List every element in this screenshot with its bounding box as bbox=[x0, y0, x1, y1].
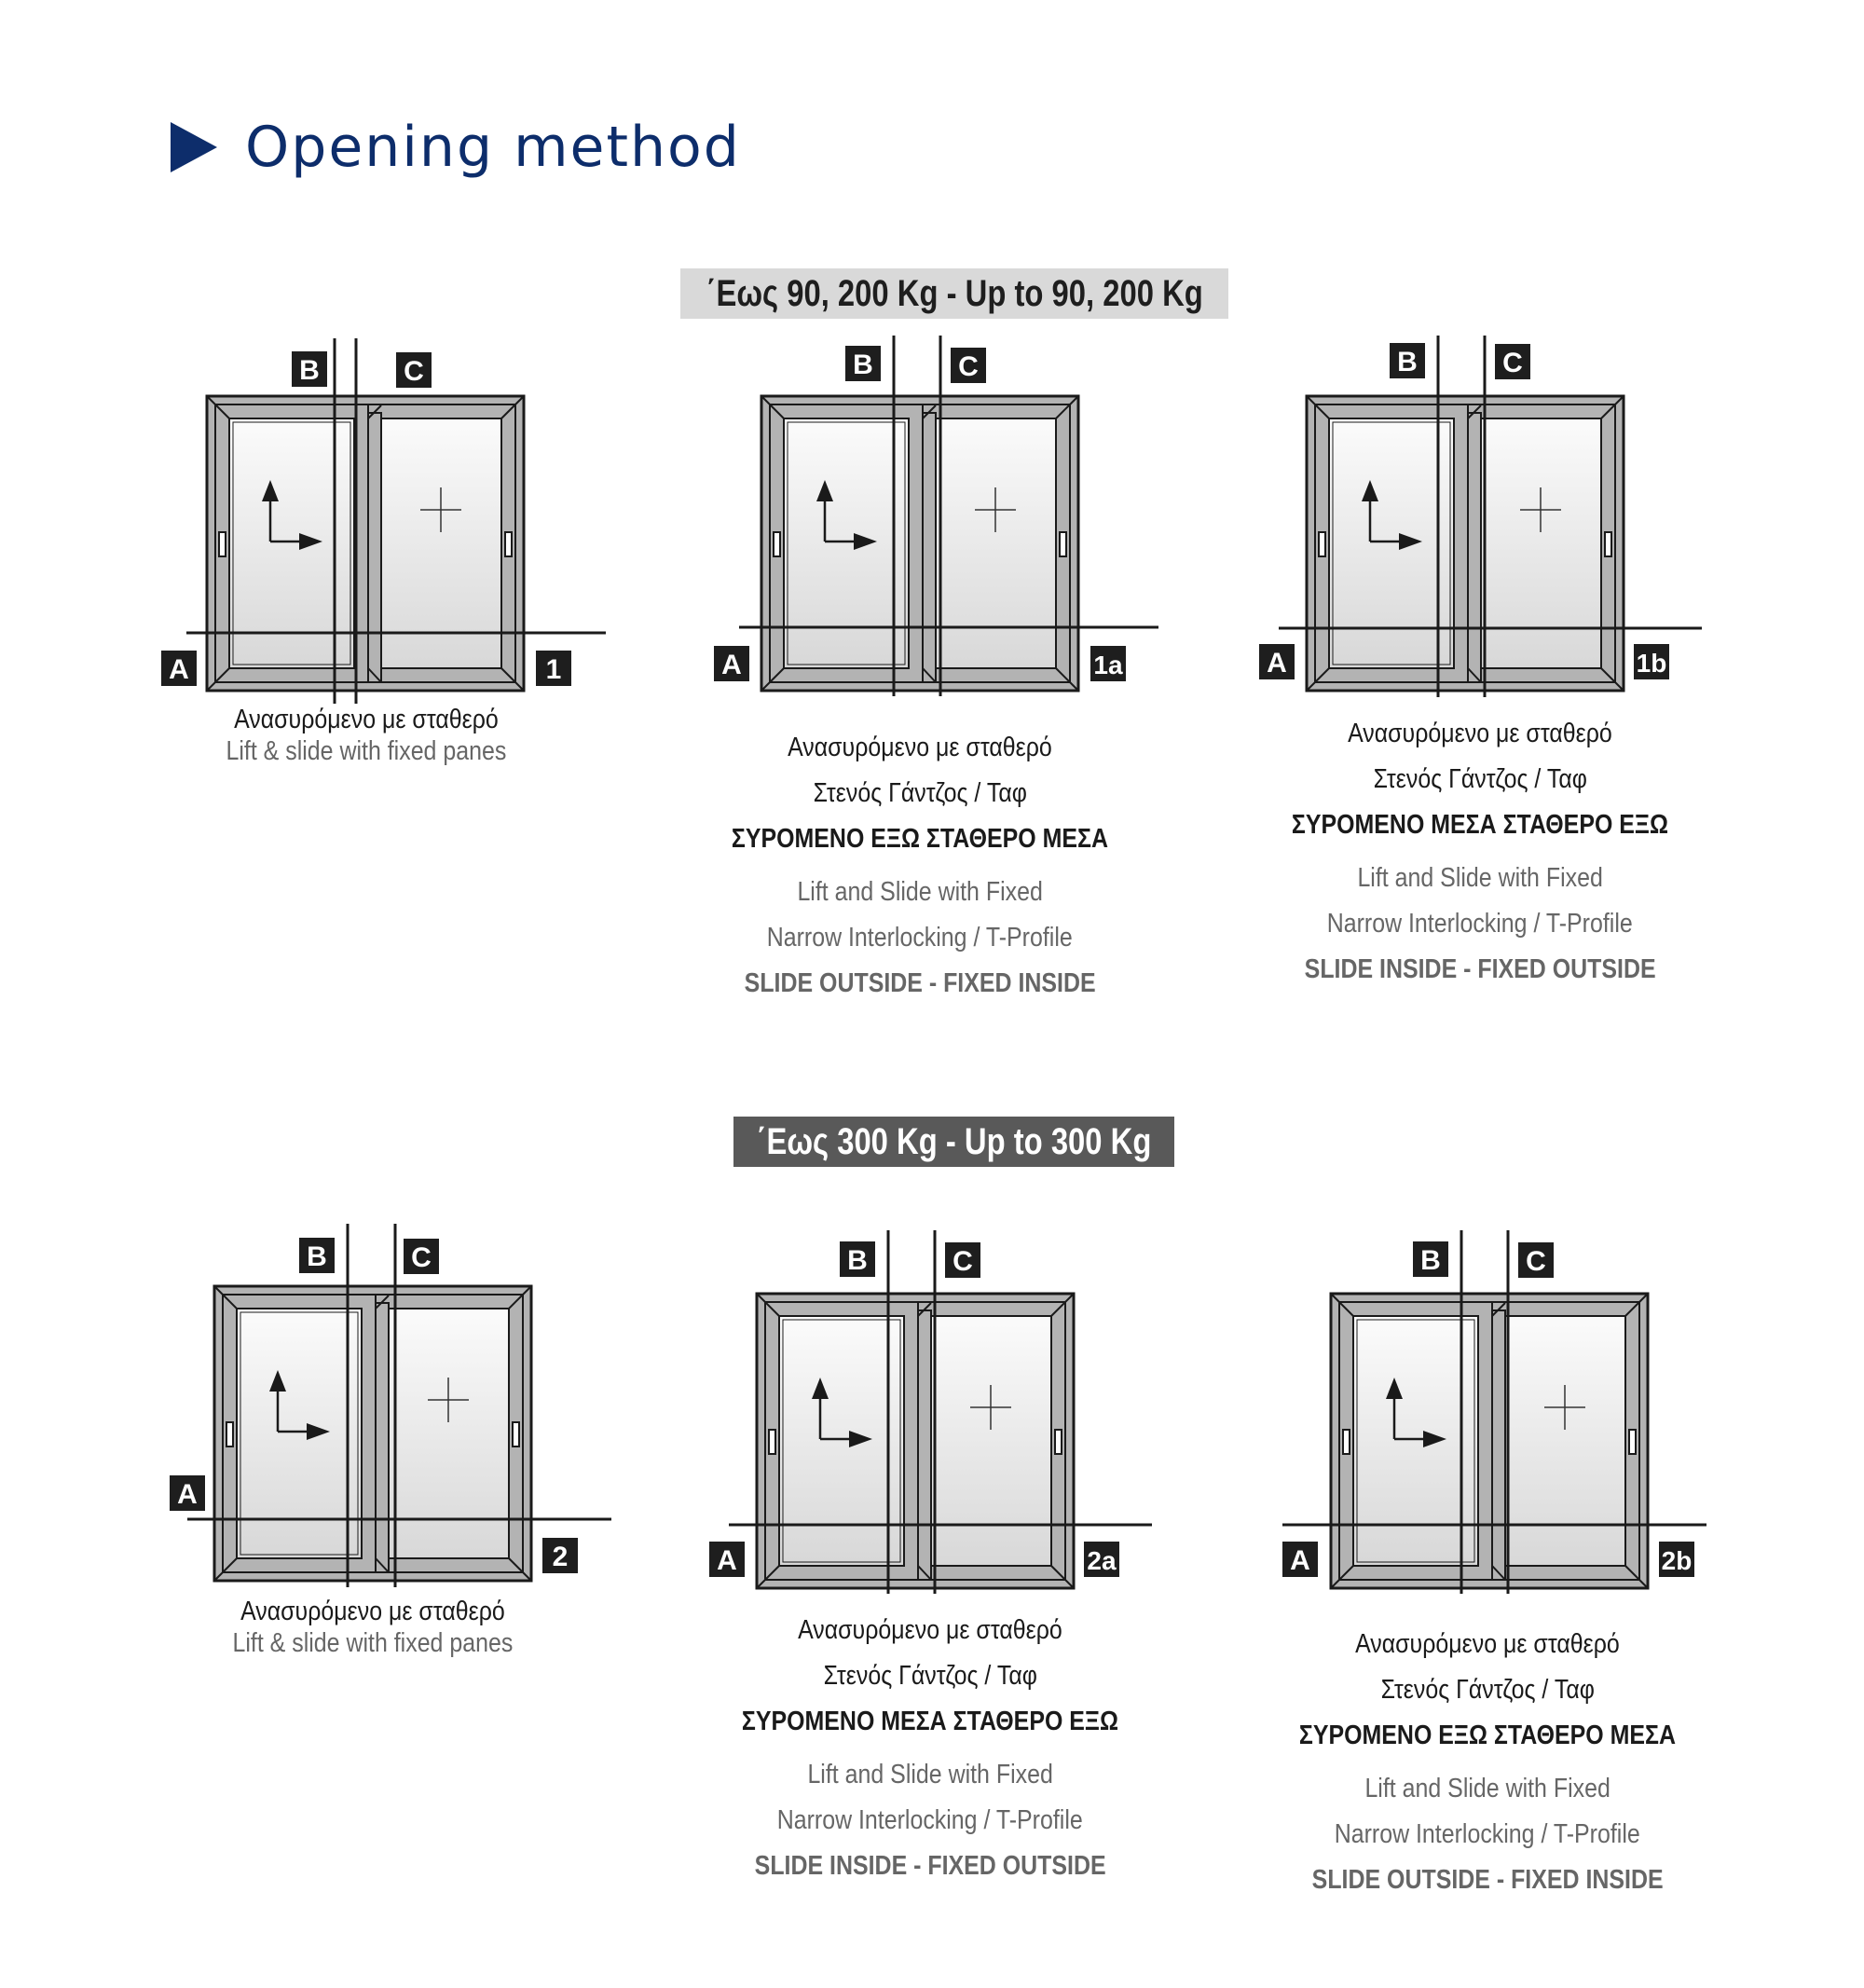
caption-greek-3: ΣΥΡΟΜΕΝΟ ΕΞΩ ΣΤΑΘΕΡΟ ΜΕΣΑ bbox=[1298, 1721, 1677, 1750]
caption-english-3: SLIDE INSIDE - FIXED OUTSIDE bbox=[1304, 954, 1656, 984]
sliding-window-diagram: B C A 2b bbox=[1282, 1230, 1706, 1594]
caption-english: Lift & slide with fixed panes bbox=[226, 736, 507, 766]
caption-greek-1: Ανασυρόμενο με σταθερό bbox=[798, 1615, 1062, 1645]
caption-greek-3: ΣΥΡΟΜΕΝΟ ΜΕΣΑ ΣΤΑΘΕΡΟ ΕΞΩ bbox=[741, 1707, 1119, 1736]
caption-english-3: SLIDE INSIDE - FIXED OUTSIDE bbox=[754, 1851, 1106, 1881]
caption-english-2: Narrow Interlocking / T-Profile bbox=[776, 1805, 1084, 1835]
diagram-2b: B C A 2b bbox=[1282, 1228, 1748, 1620]
banner-text: ΄Εως 90, 200 Kg - Up to 90, 200 Kg bbox=[706, 272, 1203, 314]
label-c: C bbox=[958, 351, 979, 382]
diagram-1a: B C A 1a bbox=[713, 331, 1179, 722]
label-b: B bbox=[307, 1241, 327, 1272]
label-a: A bbox=[717, 1545, 737, 1576]
caption-2: Ανασυρόμενο με σταθερό Lift & slide with… bbox=[112, 1596, 634, 1659]
sliding-window-diagram: B C A 1 bbox=[161, 338, 606, 704]
caption-greek-2: Στενός Γάντζος / Ταφ bbox=[823, 1661, 1037, 1691]
label-b: B bbox=[299, 355, 320, 386]
caption-greek-2: Στενός Γάντζος / Ταφ bbox=[1380, 1675, 1595, 1705]
caption-1: Ανασυρόμενο με σταθερό Lift & slide with… bbox=[105, 704, 627, 767]
caption-english-2: Narrow Interlocking / T-Profile bbox=[766, 923, 1074, 953]
label-a: A bbox=[1267, 648, 1287, 679]
caption-greek-1: Ανασυρόμενο με σταθερό bbox=[1348, 719, 1612, 748]
caption-english-2: Narrow Interlocking / T-Profile bbox=[1326, 909, 1634, 939]
caption-greek-3: ΣΥΡΟΜΕΝΟ ΜΕΣΑ ΣΤΑΘΕΡΟ ΕΞΩ bbox=[1291, 810, 1669, 840]
weight-banner-90-200: ΄Εως 90, 200 Kg - Up to 90, 200 Kg bbox=[680, 268, 1228, 319]
caption-greek-1: Ανασυρόμενο με σταθερό bbox=[788, 733, 1052, 762]
caption-english-1: Lift and Slide with Fixed bbox=[1357, 863, 1603, 893]
caption-english-1: Lift and Slide with Fixed bbox=[1364, 1774, 1610, 1803]
label-b: B bbox=[1420, 1245, 1441, 1276]
sliding-window-diagram: B C A 1b bbox=[1259, 336, 1702, 697]
play-triangle-icon bbox=[171, 122, 217, 172]
caption-greek-2: Στενός Γάντζος / Ταφ bbox=[813, 778, 1027, 808]
caption-english-2: Narrow Interlocking / T-Profile bbox=[1334, 1819, 1641, 1849]
label-number: 2 bbox=[553, 1542, 569, 1572]
diagram-2a: B C A 2a bbox=[708, 1228, 1174, 1620]
caption-english-3: SLIDE OUTSIDE - FIXED INSIDE bbox=[1311, 1865, 1664, 1895]
label-number: 1 bbox=[546, 654, 562, 685]
caption-1a: Ανασυρόμενο με σταθερό Στενός Γάντζος / … bbox=[659, 725, 1181, 1007]
diagram-1b: B C A 1b bbox=[1258, 331, 1724, 722]
label-a: A bbox=[169, 654, 189, 685]
caption-1b: Ανασυρόμενο με σταθερό Στενός Γάντζος / … bbox=[1219, 711, 1741, 993]
diagram-1: B C A 1 bbox=[158, 331, 624, 722]
caption-english-1: Lift and Slide with Fixed bbox=[807, 1760, 1053, 1789]
caption-english: Lift & slide with fixed panes bbox=[232, 1628, 514, 1658]
page-title: Opening method bbox=[245, 115, 741, 180]
caption-greek: Ανασυρόμενο με σταθερό bbox=[240, 1597, 505, 1626]
label-number: 2b bbox=[1662, 1546, 1693, 1575]
caption-2a: Ανασυρόμενο με σταθερό Στενός Γάντζος / … bbox=[669, 1608, 1191, 1889]
label-c: C bbox=[1526, 1246, 1546, 1277]
caption-english-3: SLIDE OUTSIDE - FIXED INSIDE bbox=[744, 968, 1096, 998]
diagram-2: B C A 2 bbox=[166, 1221, 632, 1612]
page-header: Opening method bbox=[171, 110, 741, 185]
caption-english-1: Lift and Slide with Fixed bbox=[797, 877, 1043, 907]
sliding-window-diagram: B C A 2a bbox=[709, 1230, 1152, 1594]
label-c: C bbox=[1502, 348, 1523, 378]
caption-2b: Ανασυρόμενο με σταθερό Στενός Γάντζος / … bbox=[1227, 1622, 1748, 1903]
weight-banner-300: ΄Εως 300 Kg - Up to 300 Kg bbox=[733, 1117, 1174, 1167]
caption-greek: Ανασυρόμενο με σταθερό bbox=[234, 705, 499, 734]
caption-greek-2: Στενός Γάντζος / Ταφ bbox=[1373, 764, 1587, 794]
banner-text: ΄Εως 300 Kg - Up to 300 Kg bbox=[756, 1120, 1152, 1162]
label-a: A bbox=[177, 1479, 198, 1510]
label-b: B bbox=[853, 350, 873, 380]
label-number: 2a bbox=[1087, 1546, 1117, 1575]
label-c: C bbox=[404, 356, 424, 387]
label-b: B bbox=[1397, 347, 1418, 377]
sliding-window-diagram: B C A 1a bbox=[714, 336, 1158, 696]
label-a: A bbox=[721, 650, 742, 680]
label-number: 1a bbox=[1093, 651, 1123, 679]
label-c: C bbox=[953, 1246, 973, 1277]
caption-greek-1: Ανασυρόμενο με σταθερό bbox=[1355, 1629, 1620, 1659]
label-a: A bbox=[1290, 1545, 1310, 1576]
label-b: B bbox=[847, 1245, 868, 1276]
label-number: 1b bbox=[1637, 649, 1667, 678]
caption-greek-3: ΣΥΡΟΜΕΝΟ ΕΞΩ ΣΤΑΘΕΡΟ ΜΕΣΑ bbox=[731, 824, 1109, 854]
sliding-window-diagram: B C A 2 bbox=[170, 1224, 611, 1587]
label-c: C bbox=[411, 1242, 432, 1273]
